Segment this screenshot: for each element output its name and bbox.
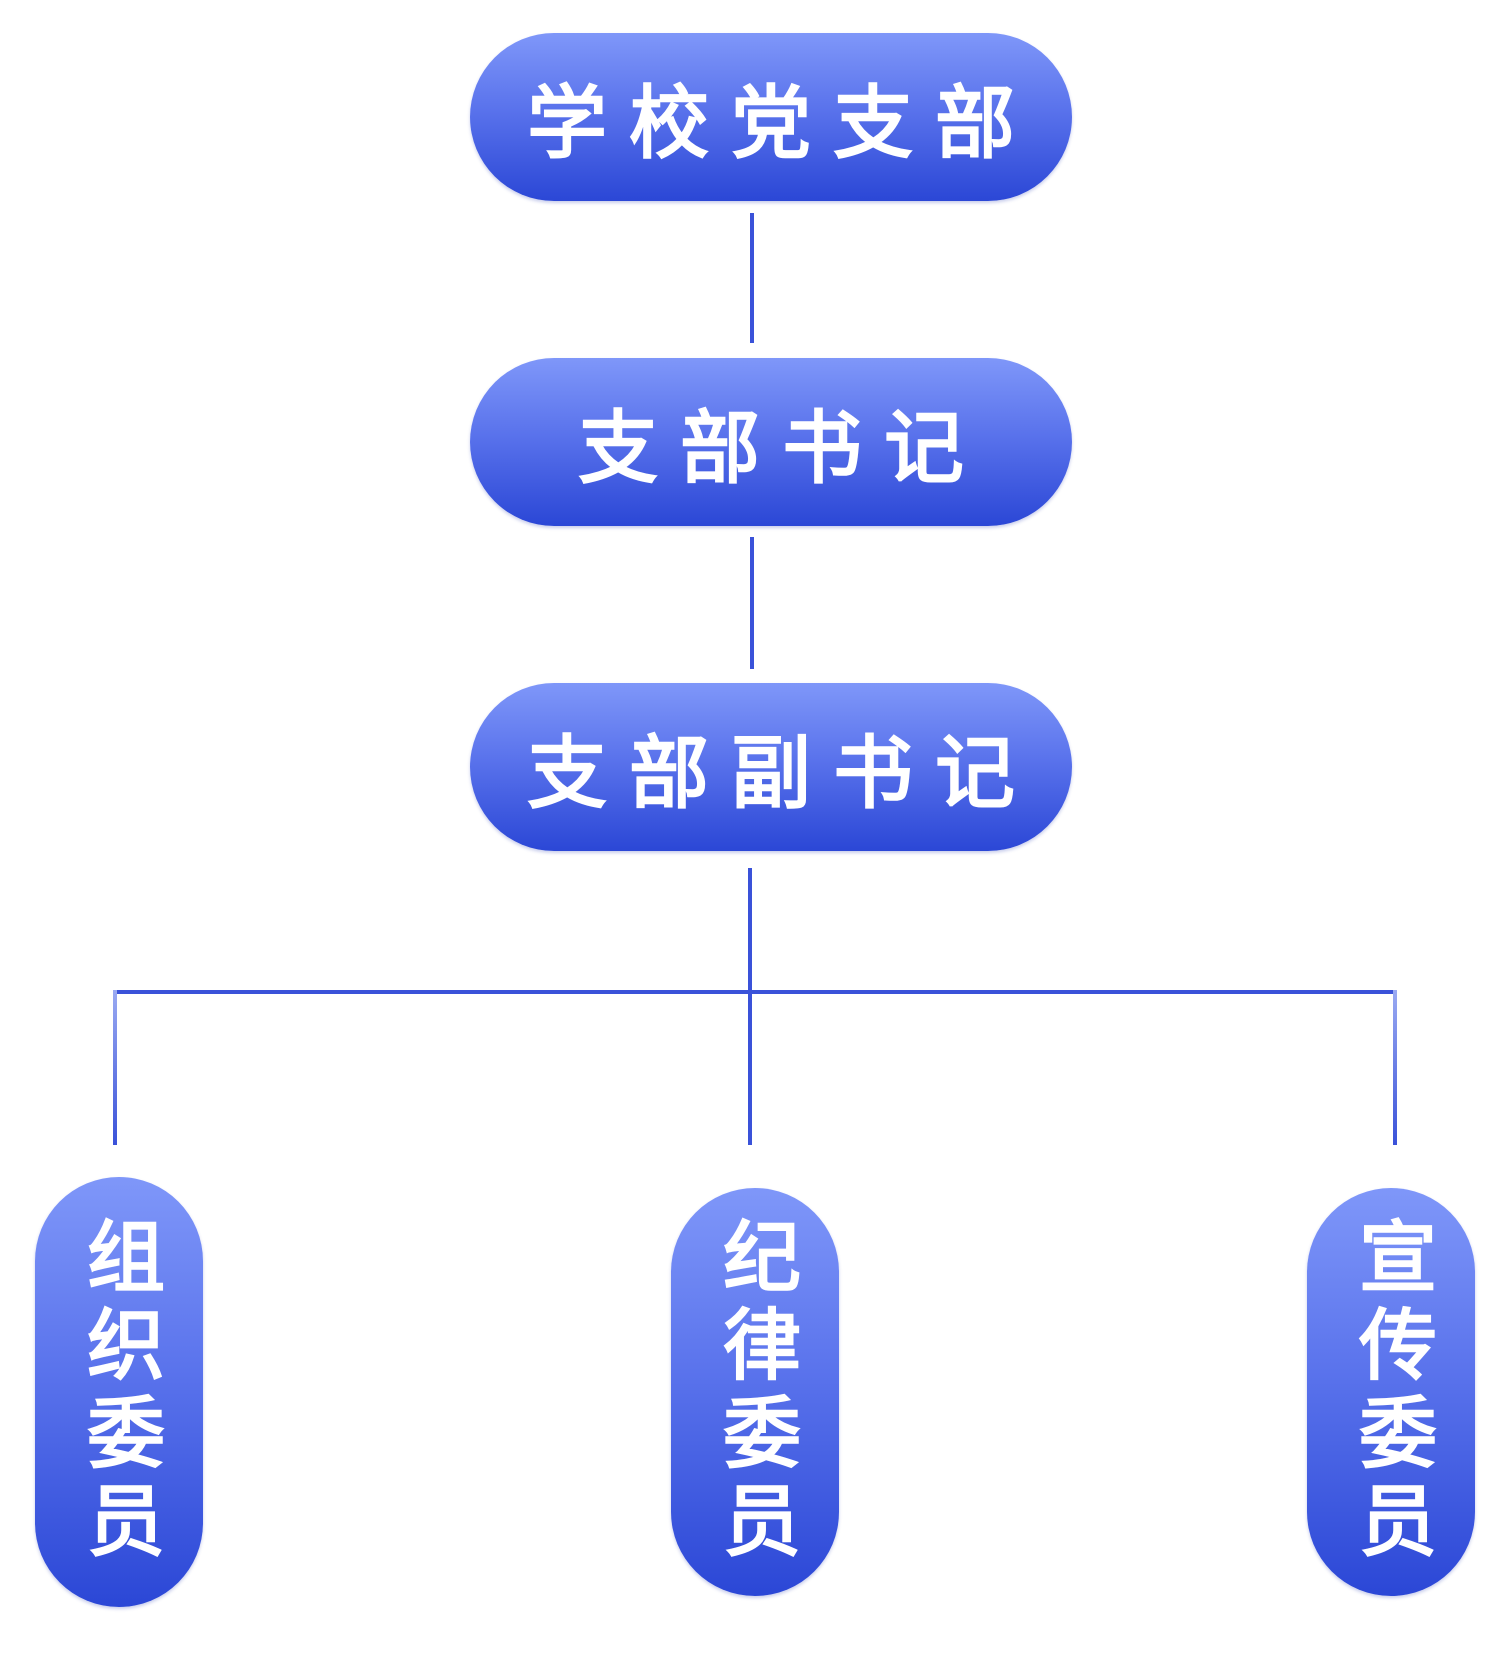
node-school-party-branch-label: 学校党支部 [527,76,1037,170]
node-discipline-member: 纪律委员 [671,1188,839,1596]
node-branch-secretary: 支部书记 [470,358,1072,526]
connector-drop-publicity [1393,990,1397,1145]
connector-drop-organization [113,990,117,1145]
node-deputy-secretary: 支部副书记 [470,683,1072,851]
node-publicity-member: 宣传委员 [1307,1188,1475,1596]
node-organization-member: 组织委员 [35,1177,203,1607]
node-organization-member-label: 组织委员 [74,1216,165,1568]
connector-root-to-secretary [750,213,754,343]
connector-horizontal-bus [113,990,1397,994]
node-discipline-member-label: 纪律委员 [710,1216,801,1568]
node-deputy-secretary-label: 支部副书记 [527,726,1037,820]
connector-deputy-to-bus [748,868,752,993]
node-branch-secretary-label: 支部书记 [578,401,986,495]
node-school-party-branch: 学校党支部 [470,33,1072,201]
connector-secretary-to-deputy [750,537,754,669]
connector-drop-discipline [748,990,752,1145]
node-publicity-member-label: 宣传委员 [1346,1216,1437,1568]
